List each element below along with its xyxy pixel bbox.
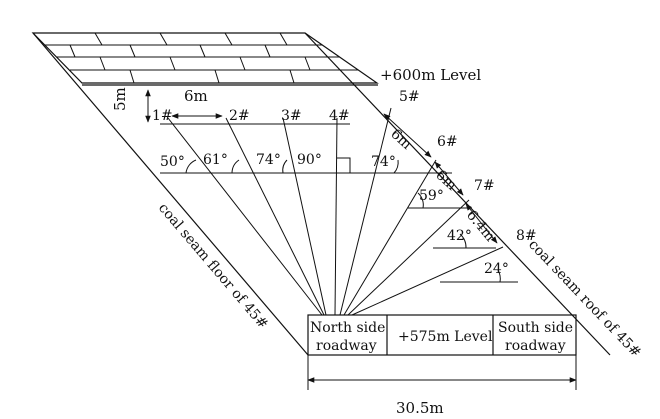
south-roadway-line1: South side (498, 320, 573, 336)
hole-label-2: 2# (229, 108, 250, 124)
height-label: 5m (111, 87, 129, 111)
hole-label-3: 3# (281, 108, 302, 124)
spacing-arrow-a (383, 113, 432, 158)
angle-arcs (185, 157, 501, 283)
north-roadway-line2: roadway (316, 338, 377, 354)
hole-label-4: 4# (329, 108, 350, 124)
angle-label-4: 90° (297, 152, 322, 168)
spacing-arrow-c (465, 203, 498, 244)
rock-strata (31, 32, 379, 84)
borehole-1 (167, 117, 323, 316)
angle-label-6: 59° (419, 188, 444, 204)
boreholes (167, 107, 504, 316)
angle-label-2: 61° (203, 152, 228, 168)
borehole-8 (351, 246, 504, 316)
bottom-level-label: +575m Level (398, 329, 493, 345)
hole-label-6: 6# (437, 134, 458, 150)
borehole-7 (347, 199, 470, 316)
angle-label-5: 74° (371, 154, 396, 170)
base-width-label: 30.5m (396, 399, 444, 417)
spacing-label-a: 6m (387, 126, 414, 153)
hole-label-7: 7# (474, 178, 495, 194)
angle-label-7: 42° (447, 228, 472, 244)
angle-label-3: 74° (256, 152, 281, 168)
angle-label-1: 50° (160, 154, 185, 170)
south-roadway-line2: roadway (505, 338, 566, 354)
borehole-4 (334, 117, 338, 316)
top-level-label: +600m Level (380, 66, 481, 84)
seam-floor-label: coal seam floor of 45# (155, 200, 271, 332)
angle-label-8: 24° (484, 261, 509, 277)
hole-label-1: 1# (152, 108, 173, 124)
spacing-arrow-b (434, 161, 464, 196)
borehole-5 (339, 107, 392, 316)
borehole-2 (225, 117, 325, 316)
bottom-roadway (307, 314, 577, 356)
north-roadway-line1: North side (310, 320, 385, 336)
dimension-arrows (145, 89, 577, 390)
borehole-3 (282, 117, 327, 316)
hole-label-8: 8# (516, 228, 537, 244)
borehole-6 (343, 159, 437, 316)
top-spacing-label: 6m (184, 87, 208, 105)
seam-floor-line (32, 32, 309, 356)
hole-label-5: 5# (399, 89, 420, 105)
